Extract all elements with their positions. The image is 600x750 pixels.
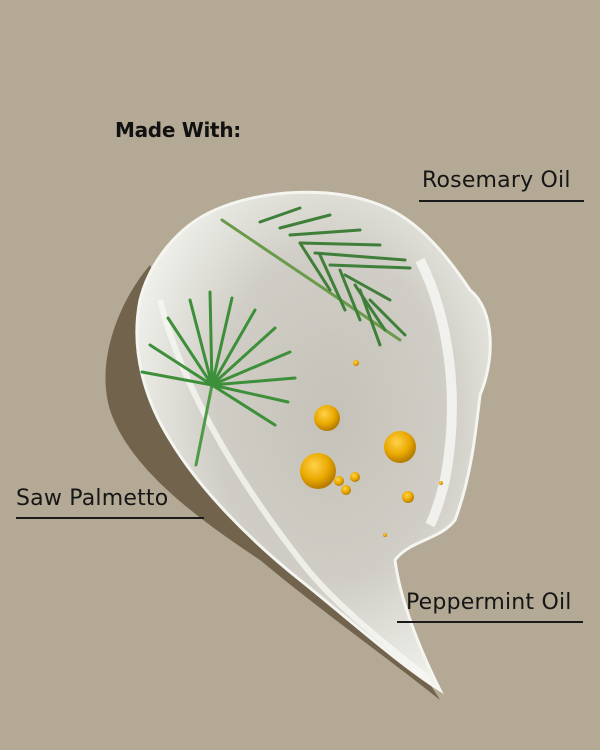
label-saw-palmetto: Saw Palmetto (16, 486, 169, 511)
rosemary-underline (419, 200, 584, 202)
made-with-heading: Made With: (115, 118, 241, 142)
rosemary-sprig (220, 206, 412, 347)
label-rosemary-oil: Rosemary Oil (422, 168, 571, 193)
saw-palmetto-underline (16, 517, 204, 519)
saw-palmetto-leaf (140, 290, 297, 467)
peppermint-underline (397, 621, 583, 623)
label-peppermint-oil: Peppermint Oil (406, 590, 572, 615)
oil-droplets (300, 360, 443, 537)
balm-smear (135, 190, 492, 695)
